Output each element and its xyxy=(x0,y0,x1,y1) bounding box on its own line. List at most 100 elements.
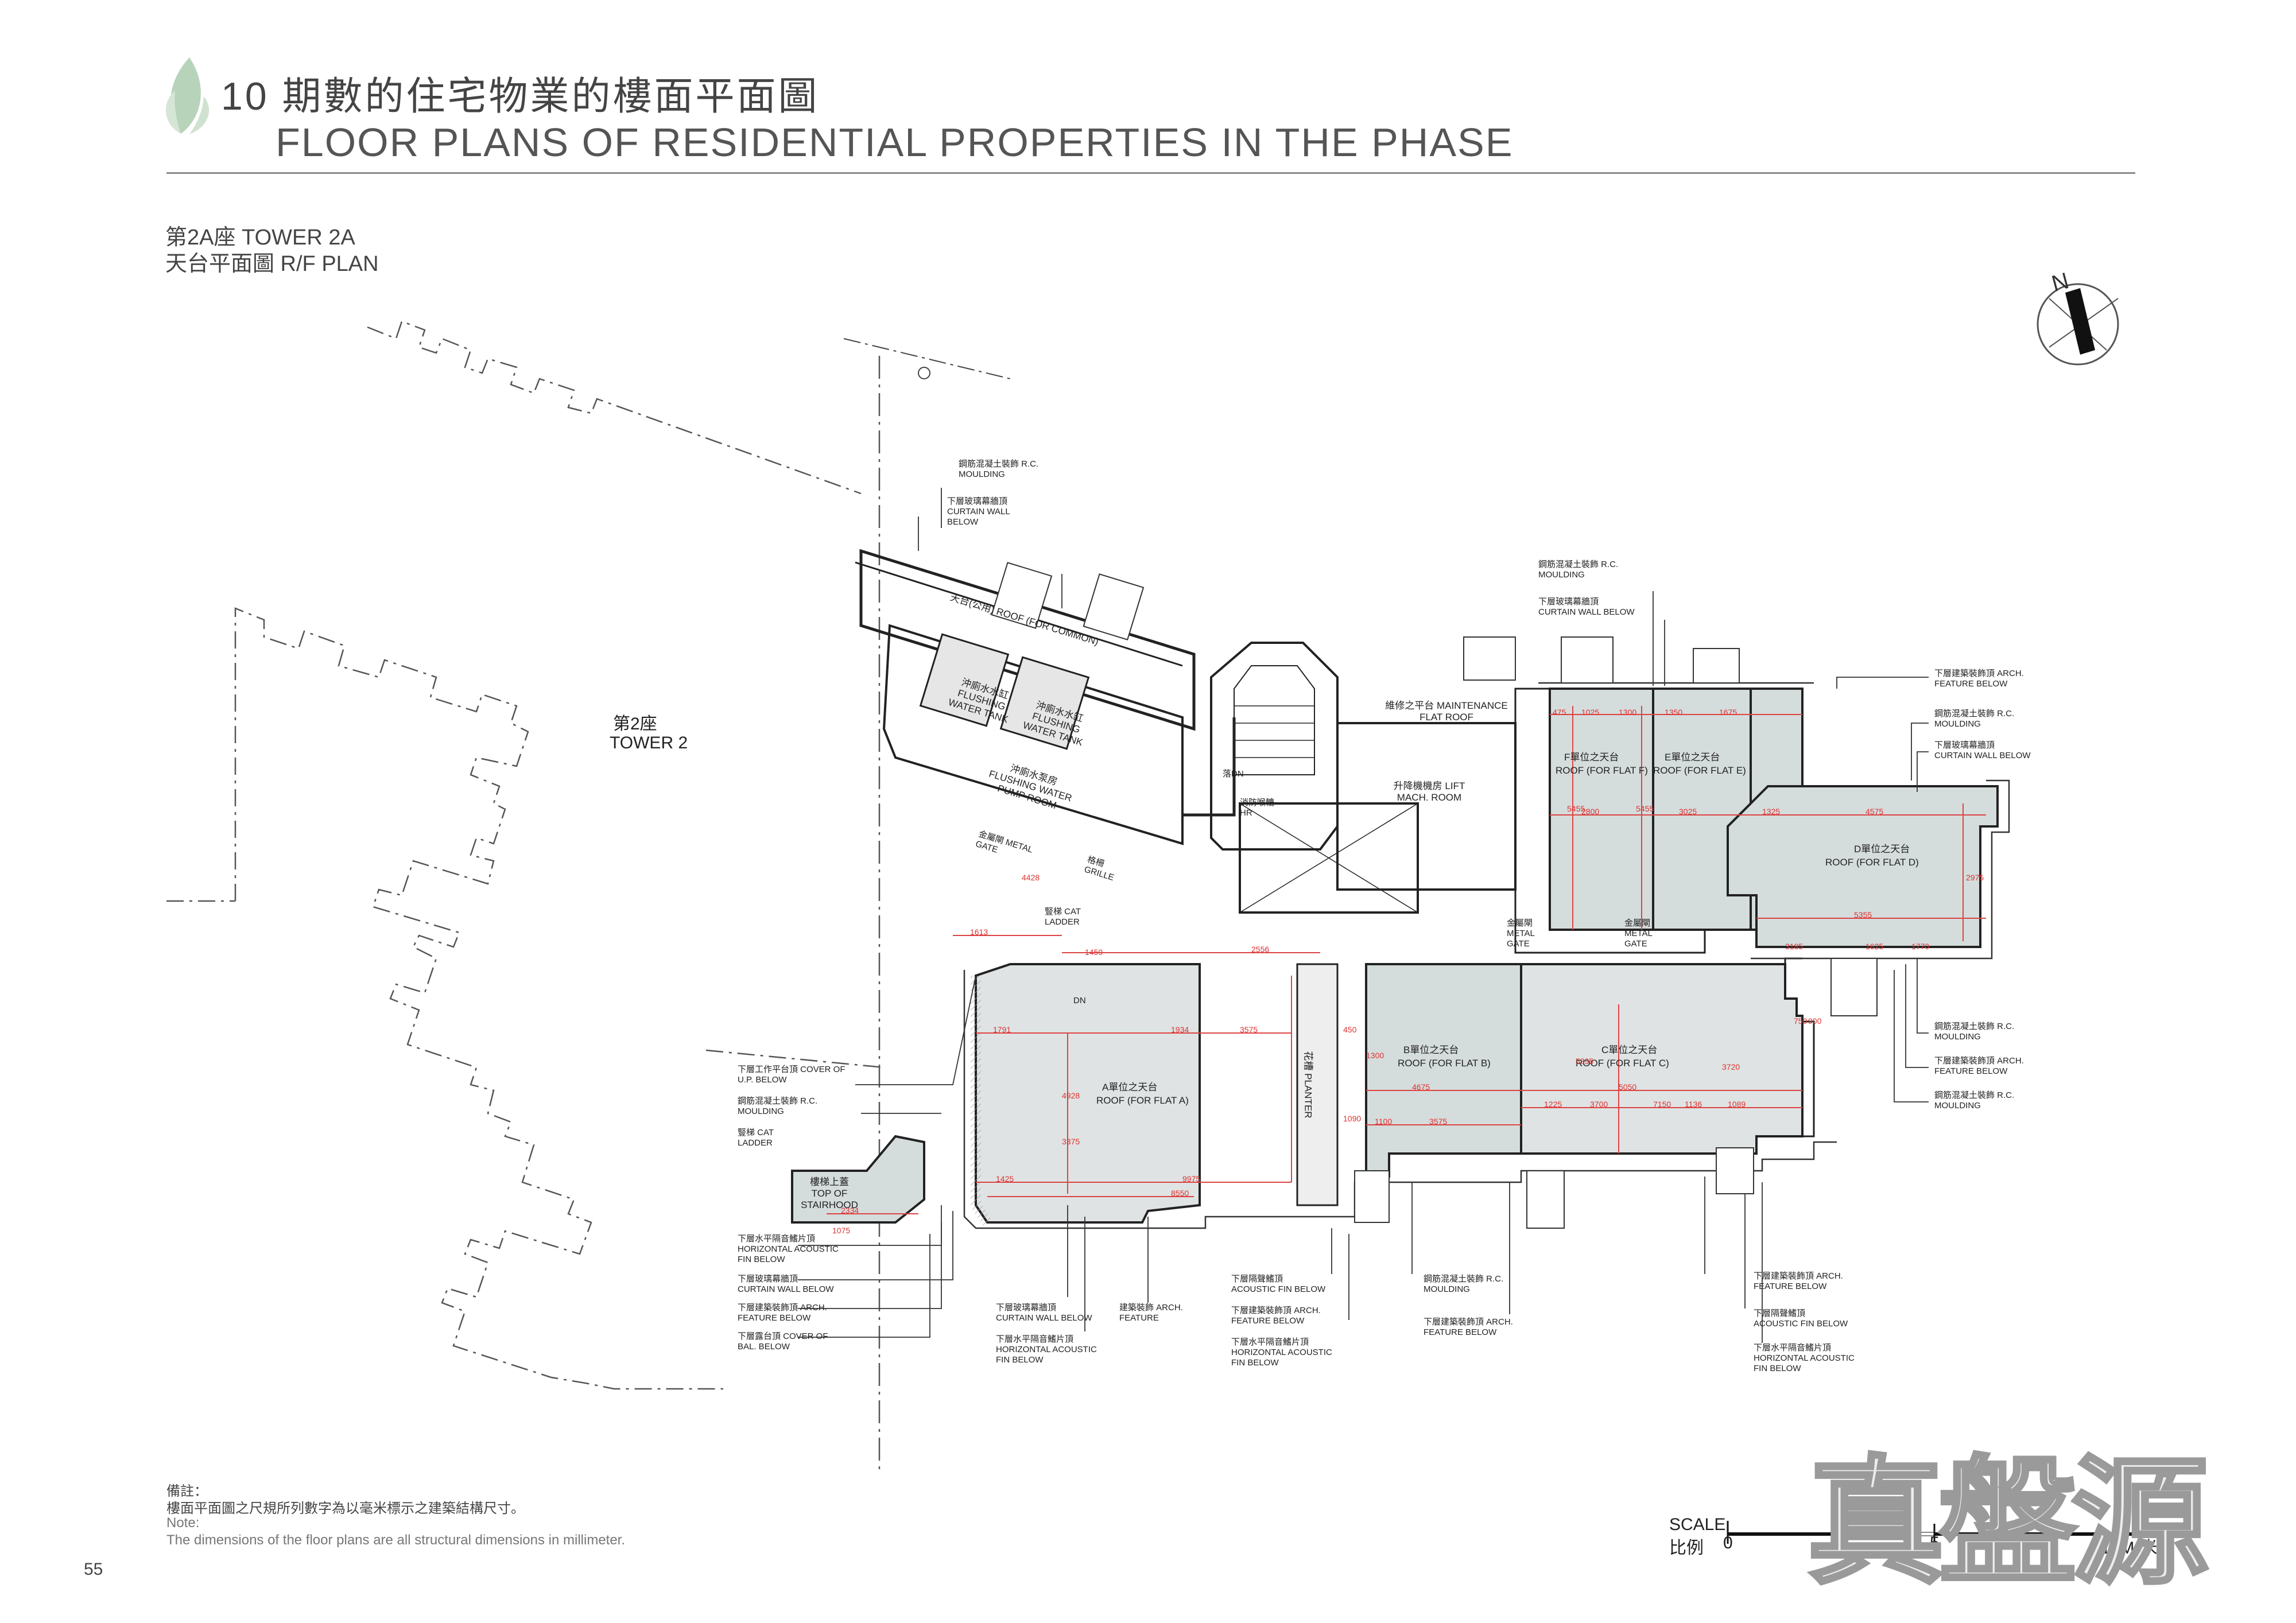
roof-c-en-label: ROOF (FOR FLAT C) xyxy=(1576,1058,1669,1069)
callout-curtain-wall-1: 下層玻璃幕牆頂 CURTAIN WALL BELOW xyxy=(947,496,1010,527)
note-title-zh: 備註： xyxy=(166,1484,208,1499)
dimension-label: 3700 xyxy=(1590,1100,1608,1109)
callout-arch-feature-2: 下層建築裝飾頂 ARCH. FEATURE BELOW xyxy=(1934,1056,2024,1076)
watermark-logo: 真盤源 xyxy=(1805,1442,2210,1603)
note-text-zh: 樓面平面圖之尺規所列數字為以毫米標示之建築結構尺寸。 xyxy=(166,1501,525,1516)
dimension-label: 4675 xyxy=(1412,1082,1430,1092)
roof-d xyxy=(1727,785,1999,948)
top-stairhood-en: TOP OF STAIRHOOD xyxy=(801,1188,858,1210)
callout-arch-feature-5: 下層建築裝飾頂 ARCH. FEATURE BELOW xyxy=(1231,1306,1321,1326)
scale-label-zh: 比例 xyxy=(1669,1539,1704,1558)
dimension-label: 1325 xyxy=(1762,807,1781,816)
scale-tick-5: 5 xyxy=(1930,1533,1940,1552)
dimension-label: 2556 xyxy=(1251,945,1270,954)
top-stairhood-zh: 樓梯上蓋 xyxy=(810,1177,849,1187)
top-of-stairhood xyxy=(791,1135,925,1224)
metal-gate-label-1: 金屬閘 METAL GATE xyxy=(1507,918,1535,949)
scale-label-en: SCALE xyxy=(1669,1515,1726,1534)
floor-subtitle: 天台平面圖 R/F PLAN xyxy=(165,252,379,276)
dimension-label: 3375 xyxy=(1062,1137,1080,1146)
planter xyxy=(1296,963,1339,1206)
dimension-label: 5455 xyxy=(1636,804,1654,813)
dimension-label: 1675 xyxy=(1719,708,1737,717)
dimension-label: 1625 xyxy=(1865,942,1884,951)
dimension-label: 475 xyxy=(1553,708,1566,717)
callout-curtain-wall-5: 下層玻璃幕牆頂 CURTAIN WALL BELOW xyxy=(996,1303,1092,1323)
cat-ladder-label: 豎梯 CAT LADDER xyxy=(1045,907,1081,927)
tower2-label-zh: 第2座 xyxy=(613,715,657,733)
dimension-label: 3185 xyxy=(1785,942,1804,951)
callout-horizontal-fin-3: 下層水平隔音鰭片頂 HORIZONTAL ACOUSTIC FIN BELOW xyxy=(1231,1337,1332,1368)
dimension-label: 1934 xyxy=(1171,1025,1189,1034)
note-title-en: Note: xyxy=(166,1515,200,1531)
callout-rc-moulding-6: 鋼筋混凝土裝飾 R.C. MOULDING xyxy=(738,1096,818,1116)
roof-c-zh-label: C單位之天台 xyxy=(1601,1045,1658,1055)
leaf-logo-icon xyxy=(165,57,210,134)
dimension-label: 4928 xyxy=(1062,1091,1080,1100)
roof-b xyxy=(1365,963,1522,1178)
callout-cover-up: 下層工作平台頂 COVER OF U.P. BELOW xyxy=(738,1065,846,1085)
dimension-label: 4575 xyxy=(1865,807,1884,816)
dimension-label: 5050 xyxy=(1619,1082,1637,1092)
callout-arch-feature-4: 建築裝飾 ARCH. FEATURE xyxy=(1119,1303,1183,1323)
callout-rc-moulding-2: 鋼筋混凝土裝飾 R.C. MOULDING xyxy=(1538,560,1619,580)
dimension-lines xyxy=(827,706,1986,1214)
dimension-label: 2334 xyxy=(841,1206,859,1215)
dimension-label: 1791 xyxy=(993,1025,1011,1034)
header-divider xyxy=(166,172,2135,174)
scale-bar xyxy=(1727,1521,2142,1544)
roof-e-en-label: ROOF (FOR FLAT E) xyxy=(1653,765,1746,776)
dimension-label: 3720 xyxy=(1722,1062,1740,1071)
roof-e-zh-label: E單位之天台 xyxy=(1665,752,1720,763)
metal-gate-label-2: 金屬閘 METAL GATE xyxy=(1624,918,1653,949)
dimension-label: 4428 xyxy=(1022,873,1040,882)
top-of-stairhood-label: 樓梯上蓋 TOP OF STAIRHOOD xyxy=(795,1177,864,1211)
callout-arch-feature-1: 下層建築裝飾頂 ARCH. FEATURE BELOW xyxy=(1934,669,2024,689)
callout-curtain-wall-4: 下層玻璃幕牆頂 CURTAIN WALL BELOW xyxy=(738,1274,834,1294)
tower-subtitle: 第2A座 TOWER 2A xyxy=(165,226,355,250)
dimension-label: 5355 xyxy=(1854,910,1872,919)
dimension-label: 8550 xyxy=(1171,1189,1189,1198)
scale-tick-0: 0 xyxy=(1723,1533,1733,1552)
roof-b-zh-label: B單位之天台 xyxy=(1403,1045,1459,1055)
dimension-label: 5455 xyxy=(1567,804,1585,813)
roof-f-en-label: ROOF (FOR FLAT F) xyxy=(1556,765,1648,776)
page-title-en: FLOOR PLANS OF RESIDENTIAL PROPERTIES IN… xyxy=(276,120,1514,165)
dimension-label: 5395 xyxy=(1576,1057,1594,1066)
callout-curtain-wall-3: 下層玻璃幕牆頂 CURTAIN WALL BELOW xyxy=(1934,740,2031,760)
dimension-label: 1300 xyxy=(1366,1051,1384,1060)
page-number: 55 xyxy=(84,1560,103,1579)
dimension-label: 7150 xyxy=(1653,1100,1671,1109)
callout-cat-ladder: 豎梯 CAT LADDER xyxy=(738,1128,774,1148)
callout-rc-moulding-5: 鋼筋混凝土裝飾 R.C. MOULDING xyxy=(1934,1090,2015,1111)
roof-a-en-label: ROOF (FOR FLAT A) xyxy=(1096,1095,1189,1106)
north-compass-icon xyxy=(2037,283,2119,366)
callout-horizontal-fin-4: 下層水平隔音鰭片頂 HORIZONTAL ACOUSTIC FIN BELOW xyxy=(1754,1343,1855,1373)
flushing-tanks xyxy=(919,633,1090,750)
dimension-label: 1025 xyxy=(1581,708,1600,717)
down-label-2: DN xyxy=(1073,996,1086,1005)
lift-mach-room-label: 升降機機房 LIFT MACH. ROOM xyxy=(1393,781,1465,803)
callout-rc-moulding-7: 鋼筋混凝土裝飾 R.C. MOULDING xyxy=(1424,1274,1504,1294)
tower2-label-en: TOWER 2 xyxy=(610,733,688,752)
dimension-label: 450 xyxy=(1343,1025,1357,1034)
roof-d-en-label: ROOF (FOR FLAT D) xyxy=(1825,857,1919,868)
dimension-label: 1075 xyxy=(832,1226,851,1235)
note-text-en: The dimensions of the floor plans are al… xyxy=(166,1532,626,1548)
callout-arch-feature-6: 下層建築裝飾頂 ARCH. FEATURE BELOW xyxy=(1424,1317,1513,1337)
callout-horizontal-fin-2: 下層水平隔音鰭片頂 HORIZONTAL ACOUSTIC FIN BELOW xyxy=(996,1334,1097,1365)
planter-label: 花槽 PLANTER xyxy=(1302,1051,1314,1119)
scale-tick-10: 10M(米) xyxy=(2101,1539,2163,1558)
page-title-zh: 10 期數的住宅物業的樓面平面圖 xyxy=(221,75,820,118)
dimension-label: 1300 xyxy=(1619,708,1637,717)
callout-rc-moulding-4: 鋼筋混凝土裝飾 R.C. MOULDING xyxy=(1934,1022,2015,1042)
dimension-label: 1090 xyxy=(1343,1114,1362,1123)
roof-b-en-label: ROOF (FOR FLAT B) xyxy=(1398,1058,1491,1069)
callout-horizontal-fin-1: 下層水平隔音鰭片頂 HORIZONTAL ACOUSTIC FIN BELOW xyxy=(738,1234,839,1264)
dimension-label: 1770 xyxy=(1911,942,1930,951)
tower2-outline xyxy=(166,320,885,1390)
callout-acoustic-fin-1: 下層隔聲鰭頂 ACOUSTIC FIN BELOW xyxy=(1231,1274,1326,1294)
hose-reel-label: 消防喉轆 HR xyxy=(1240,798,1275,818)
dimension-label: 1136 xyxy=(1685,1100,1702,1109)
